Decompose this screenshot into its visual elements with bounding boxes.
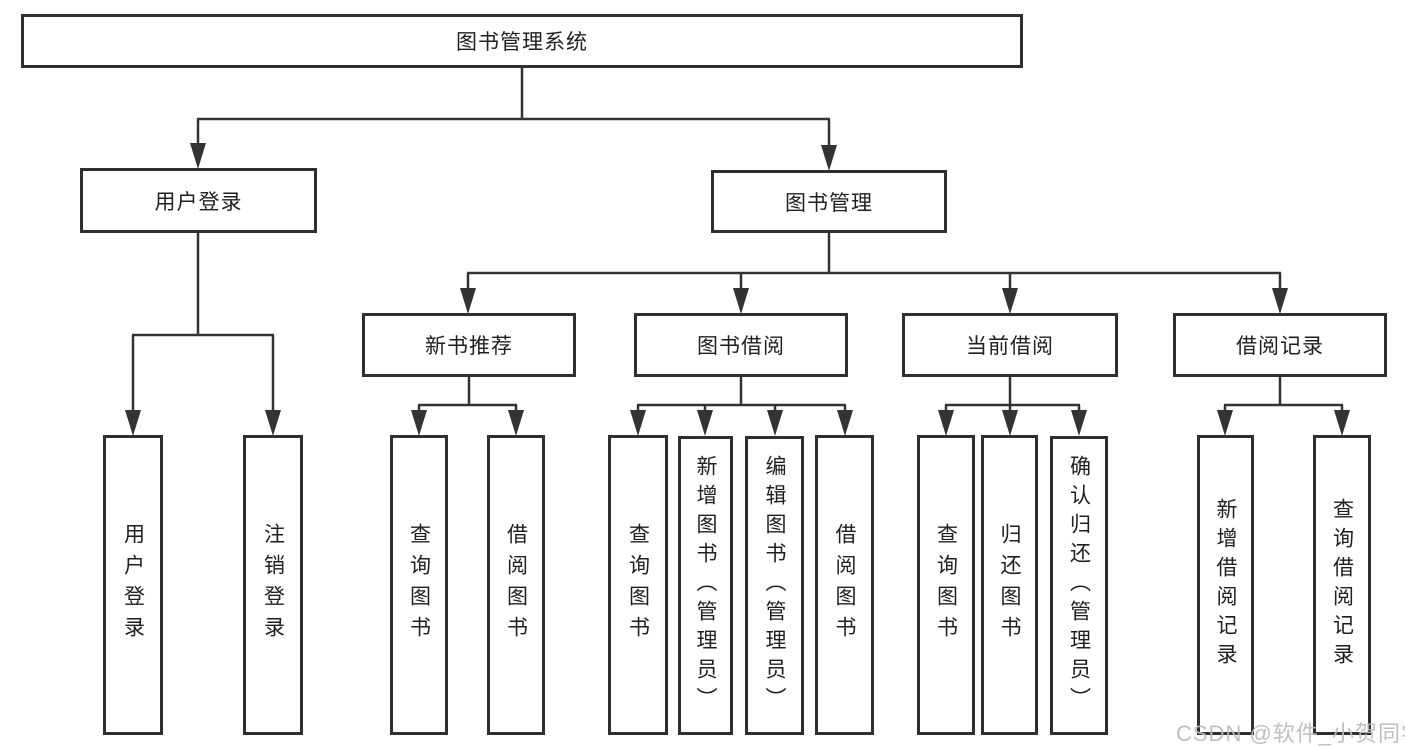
node-borrow-records-label: 借阅记录 [1236, 335, 1324, 358]
node-root: 图书管理系统 [21, 14, 1023, 68]
leaf-logout: 注销登录 [243, 435, 303, 735]
leaf-query-book-current-label: 查询图书 [934, 523, 958, 647]
node-book-mgmt: 图书管理 [711, 170, 947, 233]
root-to-level2-connectors [190, 68, 837, 171]
leaf-borrow-book: 借阅图书 [815, 435, 874, 735]
new-book-rec-connectors [411, 377, 524, 436]
leaf-edit-book-admin: 编辑图书（管理员） [745, 436, 804, 735]
book-borrow-connectors [630, 377, 853, 436]
leaf-return-book-label: 归还图书 [998, 523, 1021, 647]
node-current-borrow-label: 当前借阅 [966, 335, 1054, 358]
leaf-query-book-rec-label: 查询图书 [407, 523, 431, 647]
node-new-book-rec-label: 新书推荐 [425, 335, 513, 358]
leaf-confirm-return-admin: 确认归还（管理员） [1050, 436, 1108, 735]
leaf-query-book-rec: 查询图书 [390, 435, 448, 735]
node-user-login-label: 用户登录 [154, 190, 243, 214]
leaf-query-borrow-record: 查询借阅记录 [1313, 435, 1371, 735]
leaf-borrow-book-rec: 借阅图书 [487, 435, 545, 735]
leaf-add-borrow-record-label: 新增借阅记录 [1214, 498, 1237, 672]
leaf-return-book: 归还图书 [981, 435, 1038, 735]
leaf-edit-book-admin-label: 编辑图书（管理员） [763, 455, 786, 716]
leaf-confirm-return-admin-label: 确认归还（管理员） [1067, 455, 1091, 716]
node-book-borrow-label: 图书借阅 [697, 335, 785, 358]
current-borrow-connectors [938, 377, 1087, 436]
leaf-query-book-current: 查询图书 [917, 435, 975, 735]
user-login-branch-connectors [125, 233, 281, 436]
leaf-borrow-book-rec-label: 借阅图书 [504, 523, 528, 647]
leaf-logout-label: 注销登录 [261, 523, 285, 647]
node-root-label: 图书管理系统 [456, 31, 588, 54]
leaf-user-login: 用户登录 [103, 435, 163, 735]
leaf-query-book-borrow: 查询图书 [608, 435, 668, 735]
node-borrow-records: 借阅记录 [1173, 313, 1387, 377]
node-current-borrow: 当前借阅 [902, 313, 1118, 377]
csdn-watermark: CSDN @软件_小贺同学 [1176, 721, 1405, 746]
leaf-add-book-admin: 新增图书（管理员） [678, 436, 733, 735]
node-book-borrow: 图书借阅 [634, 313, 848, 377]
node-user-login: 用户登录 [80, 168, 317, 233]
node-new-book-rec: 新书推荐 [362, 313, 576, 377]
leaf-add-book-admin-label: 新增图书（管理员） [694, 455, 717, 716]
leaf-query-borrow-record-label: 查询借阅记录 [1330, 498, 1354, 672]
leaf-query-book-borrow-label: 查询图书 [626, 523, 650, 647]
borrow-records-connectors [1217, 377, 1350, 436]
leaf-user-login-label: 用户登录 [121, 523, 145, 647]
book-mgmt-branch-connectors [460, 233, 1288, 314]
leaf-borrow-book-label: 借阅图书 [833, 523, 856, 647]
node-book-mgmt-label: 图书管理 [785, 191, 873, 215]
leaf-add-borrow-record: 新增借阅记录 [1197, 435, 1254, 735]
